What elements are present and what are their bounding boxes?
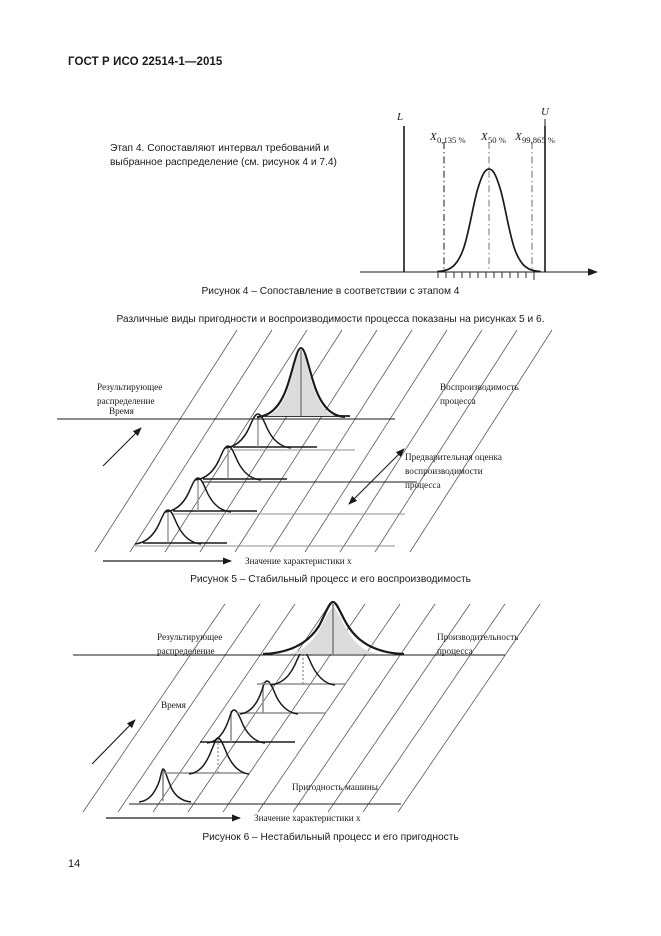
figure5-resulting-curve bbox=[256, 346, 346, 419]
figure5-capability-label-line1: Воспроизводимость bbox=[440, 382, 519, 392]
figure6-performance-label-line1: Производительность bbox=[437, 632, 518, 642]
figure4-label-quantile-low: X 0,135 % bbox=[429, 131, 466, 145]
figure5-level-3 bbox=[194, 445, 417, 483]
figure4-q-mid-sub: 50 % bbox=[488, 135, 506, 145]
figure4-q-mid-base: X bbox=[480, 131, 489, 143]
figure6-resulting-label-line2: распределение bbox=[157, 646, 215, 656]
figure6-resulting-curve bbox=[262, 600, 405, 656]
figure5-preliminary-bracket bbox=[348, 448, 405, 505]
figure-5-caption: Рисунок 5 – Стабильный процесс и его вос… bbox=[190, 574, 471, 585]
figure4-axis bbox=[360, 268, 598, 276]
figure6-level-3 bbox=[200, 709, 295, 744]
figure5-preliminary-label-line3: процесса bbox=[405, 480, 441, 490]
figure6-level-4 bbox=[237, 680, 325, 715]
figure4-label-U: U bbox=[541, 106, 550, 118]
figure-6: Время Результирующее распределение Произ… bbox=[73, 600, 565, 827]
figure6-time-arrow bbox=[91, 719, 136, 765]
step-4-line-2: выбранное распределение (см. рисунок 4 и… bbox=[110, 157, 337, 168]
figure-4: L U X 0,135 % X 50 % X 99,865 % bbox=[360, 100, 610, 285]
figure5-x-axis-label: Значение характеристики x bbox=[245, 556, 352, 566]
figure4-q-low-sub: 0,135 % bbox=[437, 135, 466, 145]
figure5-time-label: Время bbox=[109, 406, 135, 416]
figure4-label-L: L bbox=[396, 111, 403, 123]
figure6-machine-capability-label: Пригодность машины bbox=[292, 782, 378, 792]
figure4-label-quantile-mid: X 50 % bbox=[480, 131, 506, 145]
figure5-level-2 bbox=[164, 477, 405, 515]
figure5-capability-label-line2: процесса bbox=[440, 396, 476, 406]
figure-5: Время Результирующее распределение Воспр… bbox=[57, 329, 565, 566]
figure4-q-high-sub: 99,865 % bbox=[522, 135, 555, 145]
intro-paragraph: Различные виды пригодности и воспроизвод… bbox=[116, 314, 545, 325]
figure6-level-2 bbox=[163, 737, 250, 775]
figure6-performance-label-line2: процесса bbox=[437, 646, 473, 656]
figure5-level-1 bbox=[134, 509, 395, 547]
figure4-q-high-base: X bbox=[514, 131, 523, 143]
step-4-line-1: Этап 4. Сопоставляют интервал требований… bbox=[110, 143, 330, 154]
figure6-x-axis-label: Значение характеристики x bbox=[254, 813, 361, 823]
figure5-preliminary-label-line2: воспроизводимости bbox=[405, 466, 483, 476]
figure6-resulting-label-line1: Результирующее bbox=[157, 632, 222, 642]
figure-6-caption: Рисунок 6 – Нестабильный процесс и его п… bbox=[202, 832, 459, 843]
figure5-diagonal-grid bbox=[94, 329, 553, 553]
figure5-resulting-label-line1: Результирующее bbox=[97, 382, 162, 392]
figure5-time-arrow bbox=[102, 427, 142, 467]
figure4-axis-ticks bbox=[437, 272, 535, 280]
figure4-label-quantile-high: X 99,865 % bbox=[514, 131, 555, 145]
figure5-resulting-level bbox=[57, 346, 395, 420]
figure-4-caption: Рисунок 4 – Сопоставление в соответствии… bbox=[201, 286, 460, 297]
figure5-level-4 bbox=[224, 413, 355, 451]
figure6-level-5 bbox=[257, 650, 345, 686]
figure4-distribution-curve bbox=[437, 168, 541, 273]
figure6-time-label: Время bbox=[161, 700, 187, 710]
figure4-q-low-base: X bbox=[429, 131, 438, 143]
figure5-resulting-label-line2: распределение bbox=[97, 396, 155, 406]
figure6-resulting-level bbox=[73, 600, 505, 656]
figure6-level-1 bbox=[129, 768, 401, 805]
figure5-preliminary-label-line1: Предварительная оценка bbox=[405, 452, 502, 462]
step-4-text-block: Этап 4. Сопоставляют интервал требований… bbox=[110, 142, 340, 170]
figure6-diagonal-grid bbox=[82, 603, 541, 813]
document-header: ГОСТ Р ИСО 22514-1—2015 bbox=[68, 56, 223, 68]
page-number: 14 bbox=[68, 858, 81, 870]
